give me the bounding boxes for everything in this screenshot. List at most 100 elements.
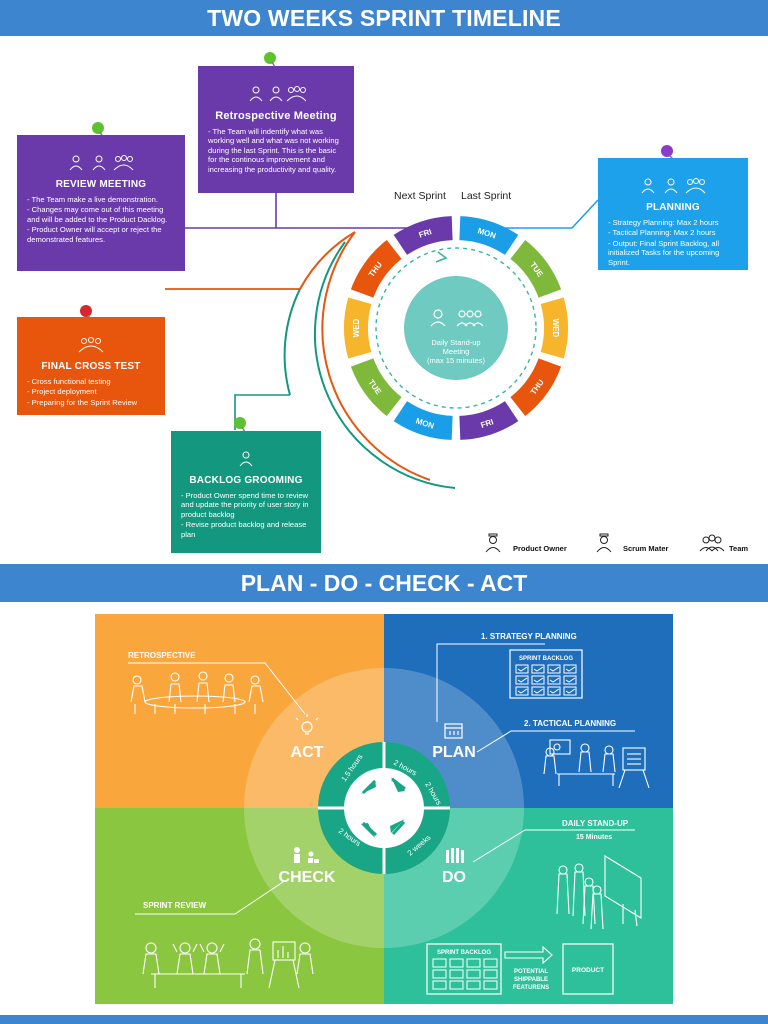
retrospective-meeting-illustration: [130, 671, 264, 714]
checkmark-icon: [517, 666, 528, 672]
cycle-arrow-icon: [435, 251, 448, 263]
act-label: ACT: [291, 744, 324, 761]
retrospective-label: RETROSPECTIVE: [128, 651, 196, 660]
sprint-review-label: SPRINT REVIEW: [143, 901, 207, 910]
backlog-cell: [466, 980, 481, 990]
retro-list: - The Team will indentify what was worki…: [208, 127, 344, 174]
backlog-cell: [547, 686, 561, 696]
check-label: CHECK: [279, 869, 336, 886]
planning-card: Planning - Strategy Planning: Max 2 hour…: [598, 158, 748, 270]
strategy-planning-label: 1. STRATEGY PLANNING: [481, 632, 577, 641]
card-bullet: - Project deployment: [27, 387, 97, 397]
center-line1: Daily Stand-up: [431, 338, 480, 347]
day-segment: [459, 401, 519, 440]
card-bullet: - Output: Final Sprint Backlog, all init…: [608, 238, 720, 267]
day-segment: [393, 401, 453, 440]
backlog-cell: [449, 958, 464, 968]
day-label: WED: [551, 319, 560, 338]
lightbulb-icon: [295, 714, 319, 735]
checkmark-icon: [533, 677, 544, 683]
retrospective-connector: [128, 662, 306, 715]
day-segment: [540, 297, 568, 359]
backlog-cell: [547, 675, 561, 685]
day-segment: [350, 239, 402, 298]
daily-standup-label: DAILY STAND-UP: [562, 819, 629, 828]
do-label: DO: [442, 869, 466, 886]
daily-standup-circle: [404, 276, 508, 380]
checkmark-icon: [565, 677, 576, 683]
planning-connector: [500, 199, 599, 229]
backlog-list: - Product Owner spend time to review and…: [181, 491, 311, 539]
backlog-cell: [483, 958, 498, 968]
card-bullet: - Changes may come out of this meeting a…: [27, 205, 168, 224]
potential-label-2: SHIPPABLE: [514, 977, 548, 983]
roles-icon: [27, 153, 175, 175]
sprint-timeline-title: TWO WEEKS SPRINT TIMELINE: [0, 0, 768, 36]
planning-meeting-illustration: [543, 739, 650, 789]
backlog-connector: [234, 394, 290, 430]
potential-label-1: POTENTIAL: [514, 969, 548, 975]
last-sprint-label: Last Sprint: [461, 190, 512, 202]
backlog-cell: [432, 980, 447, 990]
product-owner-icon: [485, 533, 501, 553]
sprint-backlog-label: SPRINT BACKLOG: [519, 656, 573, 662]
final-arc: [321, 231, 431, 481]
backlog-grid: [432, 958, 498, 990]
day-label: FRI: [418, 227, 433, 240]
card-bullet: - The Team will indentify what was worki…: [208, 127, 339, 174]
backlog-cell: [563, 675, 577, 685]
bottom-bar: [0, 1015, 768, 1024]
product-box: [562, 943, 614, 995]
backlog-cell: [531, 675, 545, 685]
backlog-cell: [449, 980, 464, 990]
backlog-cell: [432, 969, 447, 979]
pdca-title: PLAN - DO - CHECK - ACT: [0, 564, 768, 602]
inner-dashed-circle: [375, 247, 537, 409]
next-sprint-label: Next Sprint: [394, 190, 446, 202]
backlog-cell: [483, 969, 498, 979]
backlog-cell: [563, 686, 577, 696]
final-title: Final Cross Test: [41, 361, 141, 372]
raised-hands-icon: [446, 848, 464, 863]
review-title: Review Meeting: [55, 179, 147, 190]
product-owner-icon: [181, 449, 311, 471]
card-bullet: - Tactical Planning: Max 2 hours: [608, 228, 716, 238]
day-segment: [350, 358, 402, 417]
backlog-cell: [466, 958, 481, 968]
check-people-icon: [294, 847, 319, 863]
final-list: - Cross functional testing- Project depl…: [27, 377, 155, 407]
backlog-arc-left: [283, 288, 301, 396]
final-arc-top: [299, 231, 356, 290]
tactical-planning-label: 2. TACTICAL PLANNING: [524, 719, 616, 728]
checkmark-icon: [565, 666, 576, 672]
backlog-arc: [313, 241, 456, 489]
backlog-cell: [563, 664, 577, 674]
checkmark-icon: [549, 666, 560, 672]
arrow-right-icon: [504, 945, 553, 965]
backlog-cell: [432, 958, 447, 968]
sprint-backlog-label-2: SPRINT BACKLOG: [437, 950, 491, 956]
potential-label-3: FEATURENS: [513, 985, 549, 991]
sprint-review-illustration: [142, 938, 314, 989]
backlog-grooming-card: Backlog Grooming - Product Owner spend t…: [171, 431, 321, 553]
card-bullet: - Cross functional testing: [27, 377, 111, 386]
calendar-icon: [444, 723, 463, 739]
legend-team: Team: [729, 544, 749, 553]
card-bullet: - Product Owner spend time to review and…: [181, 491, 309, 519]
review-meeting-card: Review Meeting - The Team make a live de…: [17, 135, 185, 271]
review-list: - The Team make a live demonstration.- C…: [27, 195, 175, 244]
card-bullet: - Product Owner will accept or reject th…: [27, 225, 162, 244]
backlog-title: Backlog Grooming: [189, 475, 303, 486]
pdca-diagram: 1.5 hours 2 hours 2 hours 2 weeks 2 hour…: [95, 614, 673, 1004]
scrum-master-icon: [596, 533, 612, 553]
day-label: FRI: [480, 417, 495, 430]
backlog-cell: [531, 664, 545, 674]
sprint-backlog-board-2: [426, 943, 502, 995]
retro-title: Retrospective Meeting: [215, 110, 337, 122]
team-icon: [27, 335, 155, 357]
backlog-cell: [515, 686, 529, 696]
sprint-review-connector: [135, 881, 284, 915]
daily-connector: [472, 829, 635, 863]
